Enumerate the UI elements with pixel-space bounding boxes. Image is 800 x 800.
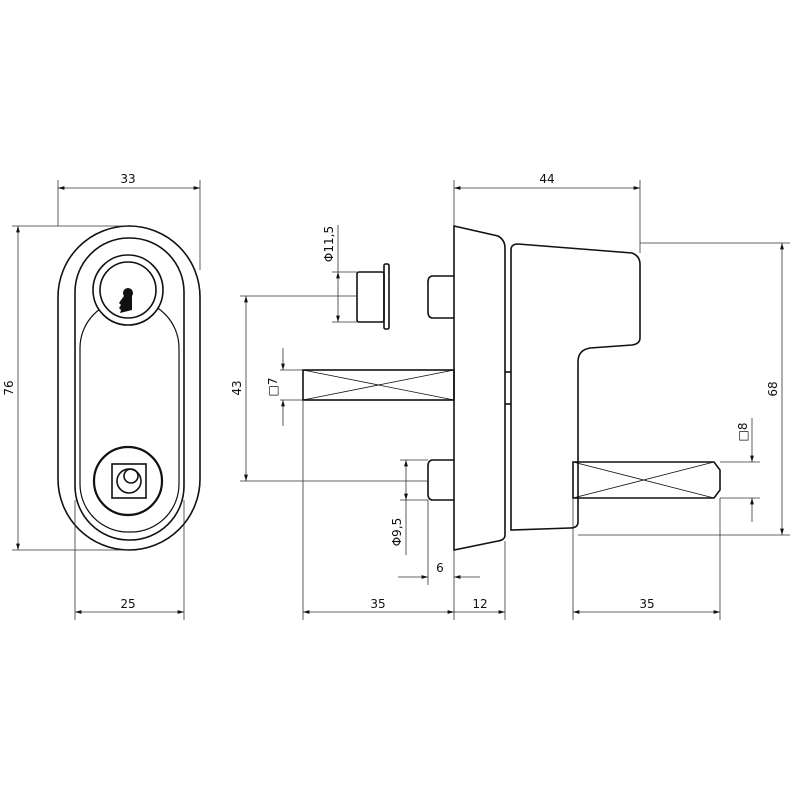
cylinder-flange xyxy=(383,263,390,330)
pin-bottom xyxy=(427,459,454,501)
square-drive xyxy=(111,463,147,499)
mounting-plate xyxy=(453,224,506,551)
dim-label-76: 76 xyxy=(2,380,16,395)
handle-body xyxy=(510,243,641,531)
keyhole-icon xyxy=(119,288,133,313)
dim-label-6: 6 xyxy=(436,561,444,575)
spindle-square-7 xyxy=(302,369,455,401)
dim-label-35-right: 35 xyxy=(639,597,654,611)
front-view: 33 76 25 xyxy=(2,172,201,620)
dim-label-44: 44 xyxy=(539,172,554,186)
dim-label-33: 33 xyxy=(120,172,135,186)
dim-label-35-left: 35 xyxy=(370,597,385,611)
spindle-rose xyxy=(92,445,164,517)
side-view: Φ11,5 43 □7 44 68 □8 Φ9,5 xyxy=(230,172,790,620)
cylinder-insert xyxy=(356,271,385,323)
pin-top xyxy=(427,275,454,319)
dim-label-12: 12 xyxy=(472,597,487,611)
dim-label-68: 68 xyxy=(766,381,780,396)
dim-label-square-8: □8 xyxy=(736,423,750,442)
dim-label-pin-diameter: Φ9,5 xyxy=(390,518,404,547)
dim-label-25: 25 xyxy=(120,597,135,611)
escutcheon-inner xyxy=(74,237,185,541)
escutcheon-outer xyxy=(57,225,201,551)
dim-label-square-7: □7 xyxy=(266,378,280,397)
dim-label-cylinder-diameter: Φ11,5 xyxy=(322,226,336,262)
cylinder-inner xyxy=(99,261,157,319)
drive-circle-small xyxy=(123,468,139,484)
dim-label-43: 43 xyxy=(230,380,244,395)
